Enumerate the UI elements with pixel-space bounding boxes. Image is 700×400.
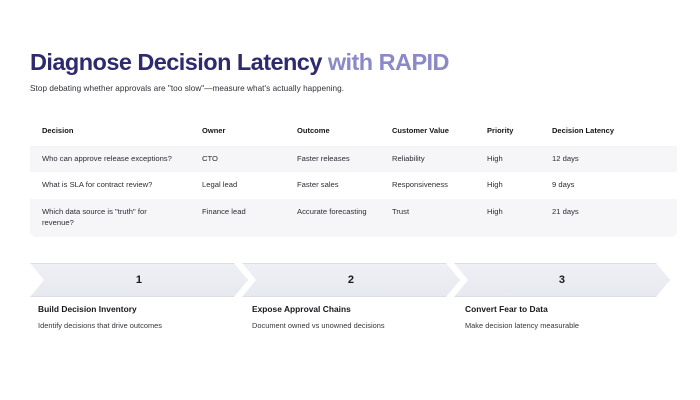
table-header-row: Decision Owner Outcome Customer Value Pr… [30,117,677,146]
chevron-step-2: 2 [242,263,460,297]
cell-customer-value: Trust [380,199,475,237]
cell-owner: Finance lead [190,199,285,237]
chevron-step-1-number: 1 [135,274,143,286]
column-header-decision-latency: Decision Latency [540,117,677,146]
cell-priority: High [475,145,540,173]
cell-priority: High [475,199,540,237]
table-row: Which data source is "truth" for revenue… [30,199,677,237]
cell-owner: Legal lead [190,172,285,200]
cell-outcome: Accurate forecasting [285,199,380,237]
cell-decision-latency: 12 days [540,145,677,173]
cell-outcome: Faster sales [285,172,380,200]
step-caption-2: Expose Approval Chains Document owned vs… [252,304,462,331]
cell-decision: What is SLA for contract review? [30,172,190,200]
chevron-step-2-number: 2 [347,274,355,286]
step-caption-3-description: Make decision latency measurable [465,320,580,330]
page-title: Diagnose Decision Latency with RAPID [30,48,450,76]
step-caption-1: Build Decision Inventory Identify decisi… [38,304,248,331]
decision-table: Decision Owner Outcome Customer Value Pr… [30,117,677,237]
column-header-customer-value: Customer Value [380,117,475,146]
cell-customer-value: Reliability [380,145,475,173]
column-header-decision: Decision [30,117,190,146]
step-captions: Build Decision Inventory Identify decisi… [30,304,677,344]
cell-decision: Which data source is "truth" for revenue… [30,199,190,237]
cell-decision-latency: 21 days [540,199,677,237]
step-caption-2-title: Expose Approval Chains [252,304,351,314]
page-subtitle: Stop debating whether approvals are "too… [30,84,345,94]
page-title-accent: with RAPID [327,48,450,75]
table-row: Who can approve release exceptions? CTO … [30,145,677,173]
cell-decision: Who can approve release exceptions? [30,145,190,173]
step-caption-2-description: Document owned vs unowned decisions [252,320,385,330]
table-header: Decision Owner Outcome Customer Value Pr… [30,117,677,146]
table-body: Who can approve release exceptions? CTO … [30,145,677,237]
cell-priority: High [475,172,540,200]
step-caption-3: Convert Fear to Data Make decision laten… [465,304,675,331]
cell-customer-value: Responsiveness [380,172,475,200]
column-header-owner: Owner [190,117,285,146]
step-caption-3-title: Convert Fear to Data [465,304,548,314]
cell-decision-latency: 9 days [540,172,677,200]
cell-owner: CTO [190,145,285,173]
step-caption-1-description: Identify decisions that drive outcomes [38,320,163,330]
column-header-priority: Priority [475,117,540,146]
chevron-step-1: 1 [30,263,248,297]
process-chevron-band: 1 2 3 [30,263,670,297]
column-header-outcome: Outcome [285,117,380,146]
page-title-main: Diagnose Decision Latency [30,48,328,75]
chevron-step-3: 3 [454,263,670,297]
step-caption-1-title: Build Decision Inventory [38,304,137,314]
cell-outcome: Faster releases [285,145,380,173]
chevron-step-3-number: 3 [558,274,566,286]
table-row: What is SLA for contract review? Legal l… [30,172,677,200]
decision-table-grid: Decision Owner Outcome Customer Value Pr… [30,117,677,237]
